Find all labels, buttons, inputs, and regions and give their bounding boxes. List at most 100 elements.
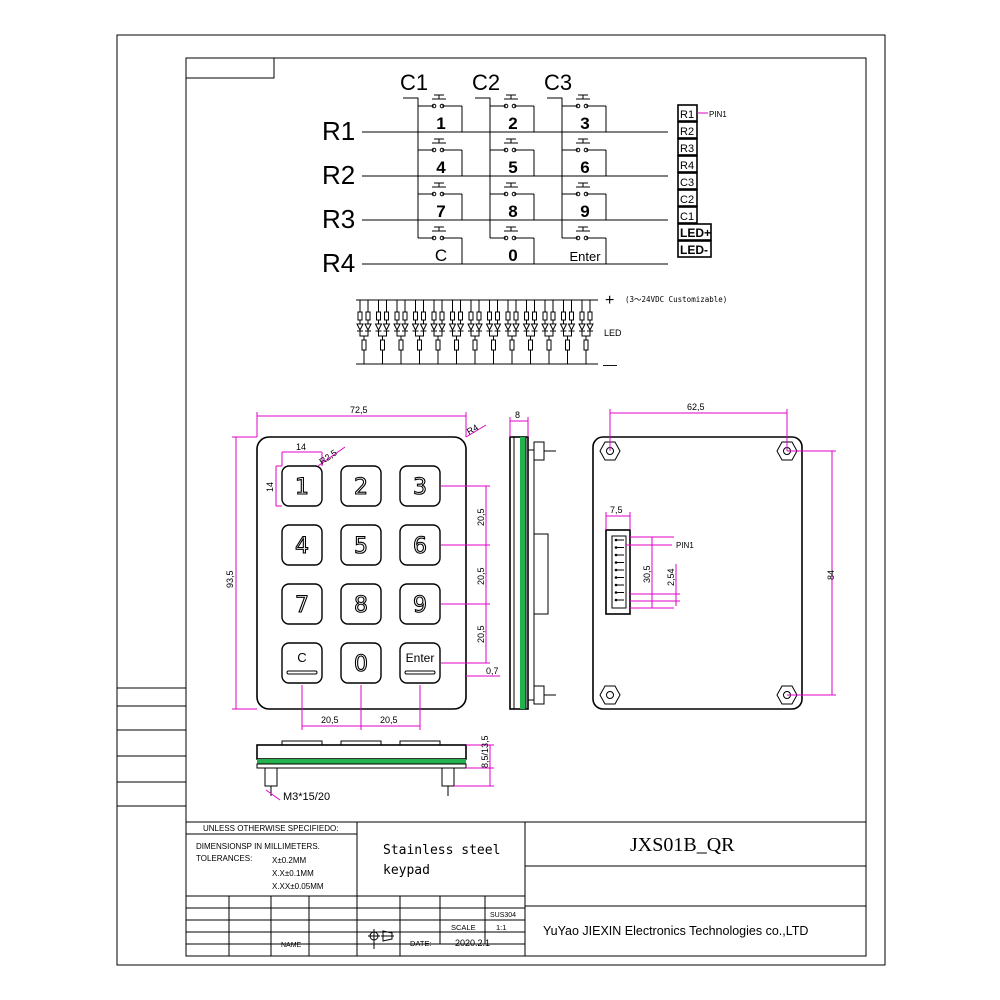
mounting-hole (599, 685, 621, 705)
dim-connector-height: 30,5 (642, 565, 652, 583)
pin-label: C1 (680, 211, 694, 223)
connector-pin (614, 583, 618, 587)
keypad-key: 1 (281, 465, 323, 507)
led-element (578, 300, 594, 364)
tolerance-value: X.X±0.1MM (272, 869, 314, 878)
model-number: JXS01B_QR (630, 834, 735, 856)
pin-label: R4 (680, 160, 694, 172)
date-value: 2020.2.1 (455, 938, 490, 948)
matrix-switch: C (418, 226, 463, 265)
matrix-switch: 6 (562, 138, 607, 177)
front-view: 1 2 3 4 5 6 7 8 9C 0 Enter (225, 405, 500, 730)
product-name: Stainless steel (383, 843, 500, 858)
dim-key-width: 14 (296, 442, 306, 452)
led-element (393, 300, 409, 364)
material: SUS304 (490, 912, 516, 919)
screw-spec: M3*15/20 (283, 791, 330, 803)
keypad-key: 4 (281, 524, 323, 566)
connector (605, 529, 631, 615)
led-element (430, 300, 446, 364)
matrix-switch: 5 (490, 138, 535, 177)
key-label: 3 (413, 475, 427, 500)
dim-corner-radius: R4 (465, 422, 480, 436)
led-plus-symbol: + (605, 292, 614, 309)
unless-note: UNLESS OTHERWISE SPECIFIEDO: (203, 824, 338, 833)
name-label: NAME (281, 942, 302, 949)
pin-label: R2 (680, 126, 694, 138)
voltage-note: (3～24VDC Customizable) (625, 295, 727, 304)
tolerances-label: TOLERANCES: (196, 854, 252, 863)
key-label: 9 (413, 593, 427, 618)
led-element (504, 300, 520, 364)
column-label: C1 (400, 70, 428, 95)
key-label: 4 (295, 534, 309, 559)
dim-thickness: 8 (515, 410, 520, 420)
title-block: UNLESS OTHERWISE SPECIFIEDO: DIMENSIONSP… (186, 821, 866, 956)
scale-value: 1:1 (496, 923, 506, 932)
dim-bottom-height: 8,5/13,5 (480, 735, 490, 768)
dim-key-height: 14 (265, 482, 275, 492)
matrix-switch: 0 (490, 226, 535, 265)
dim-connector-width: 7,5 (610, 505, 623, 515)
key-label: Enter (406, 651, 435, 665)
pin-label: LED+ (680, 226, 711, 240)
row-label: R1 (322, 116, 355, 146)
matrix-switch: 7 (418, 182, 463, 221)
pin-label: C3 (680, 177, 694, 189)
key-label: 0 (354, 652, 368, 677)
led-element (485, 300, 502, 364)
led-element (522, 300, 539, 364)
switch-label: 7 (436, 202, 445, 221)
led-element (467, 300, 483, 364)
dim-back-width: 62,5 (687, 402, 705, 412)
column-label: C3 (544, 70, 572, 95)
key-label: 1 (295, 475, 309, 500)
date-label: DATE: (410, 939, 432, 948)
led-element (448, 300, 465, 364)
switch-label: Enter (569, 249, 601, 264)
key-label: 8 (354, 593, 368, 618)
matrix-switch: 8 (490, 182, 535, 221)
matrix-switch: Enter (562, 226, 607, 264)
keypad-key: 9 (399, 583, 441, 625)
column-label: C2 (472, 70, 500, 95)
switch-label: 4 (436, 158, 446, 177)
dim-pitch-y: 20,5 (476, 567, 486, 585)
keypad-key: 6 (399, 524, 441, 566)
back-view: 62,5 84 7,5 30,5 2,54 PIN1 (592, 402, 836, 710)
matrix-switch: 4 (418, 138, 463, 177)
row-label: R2 (322, 160, 355, 190)
led-element (411, 300, 428, 364)
dim-back-height: 84 (826, 570, 836, 580)
matrix-switch: 9 (562, 182, 607, 221)
pin1-label-back: PIN1 (676, 541, 694, 550)
switch-label: 9 (580, 202, 589, 221)
dim-height: 93,5 (225, 570, 235, 588)
key-label: 5 (354, 534, 368, 559)
led-element (541, 300, 557, 364)
keypad-key: 8 (340, 583, 382, 625)
dim-pitch-x: 20,5 (380, 715, 398, 725)
switch-label: 2 (508, 114, 517, 133)
keypad-key: Enter (399, 642, 441, 684)
switch-label: 5 (508, 158, 517, 177)
dim-pitch-y: 20,5 (476, 625, 486, 643)
keypad-key: 7 (281, 583, 323, 625)
switch-label: 3 (580, 114, 589, 133)
row-label: R4 (322, 248, 355, 278)
keypad-key: 2 (340, 465, 382, 507)
keypad-key: C (281, 642, 323, 684)
scale-label: SCALE (451, 923, 476, 932)
dim-pitch-y: 20,5 (476, 508, 486, 526)
switch-label: 8 (508, 202, 517, 221)
connector-pin (614, 598, 618, 602)
connector-pin (614, 591, 618, 594)
projection-symbol (368, 929, 394, 949)
tolerance-value: X±0.2MM (272, 856, 307, 865)
dim-width: 72,5 (350, 405, 368, 415)
key-label: 2 (354, 475, 368, 500)
key-label: 7 (295, 593, 309, 618)
drawing-frame (116, 34, 886, 966)
